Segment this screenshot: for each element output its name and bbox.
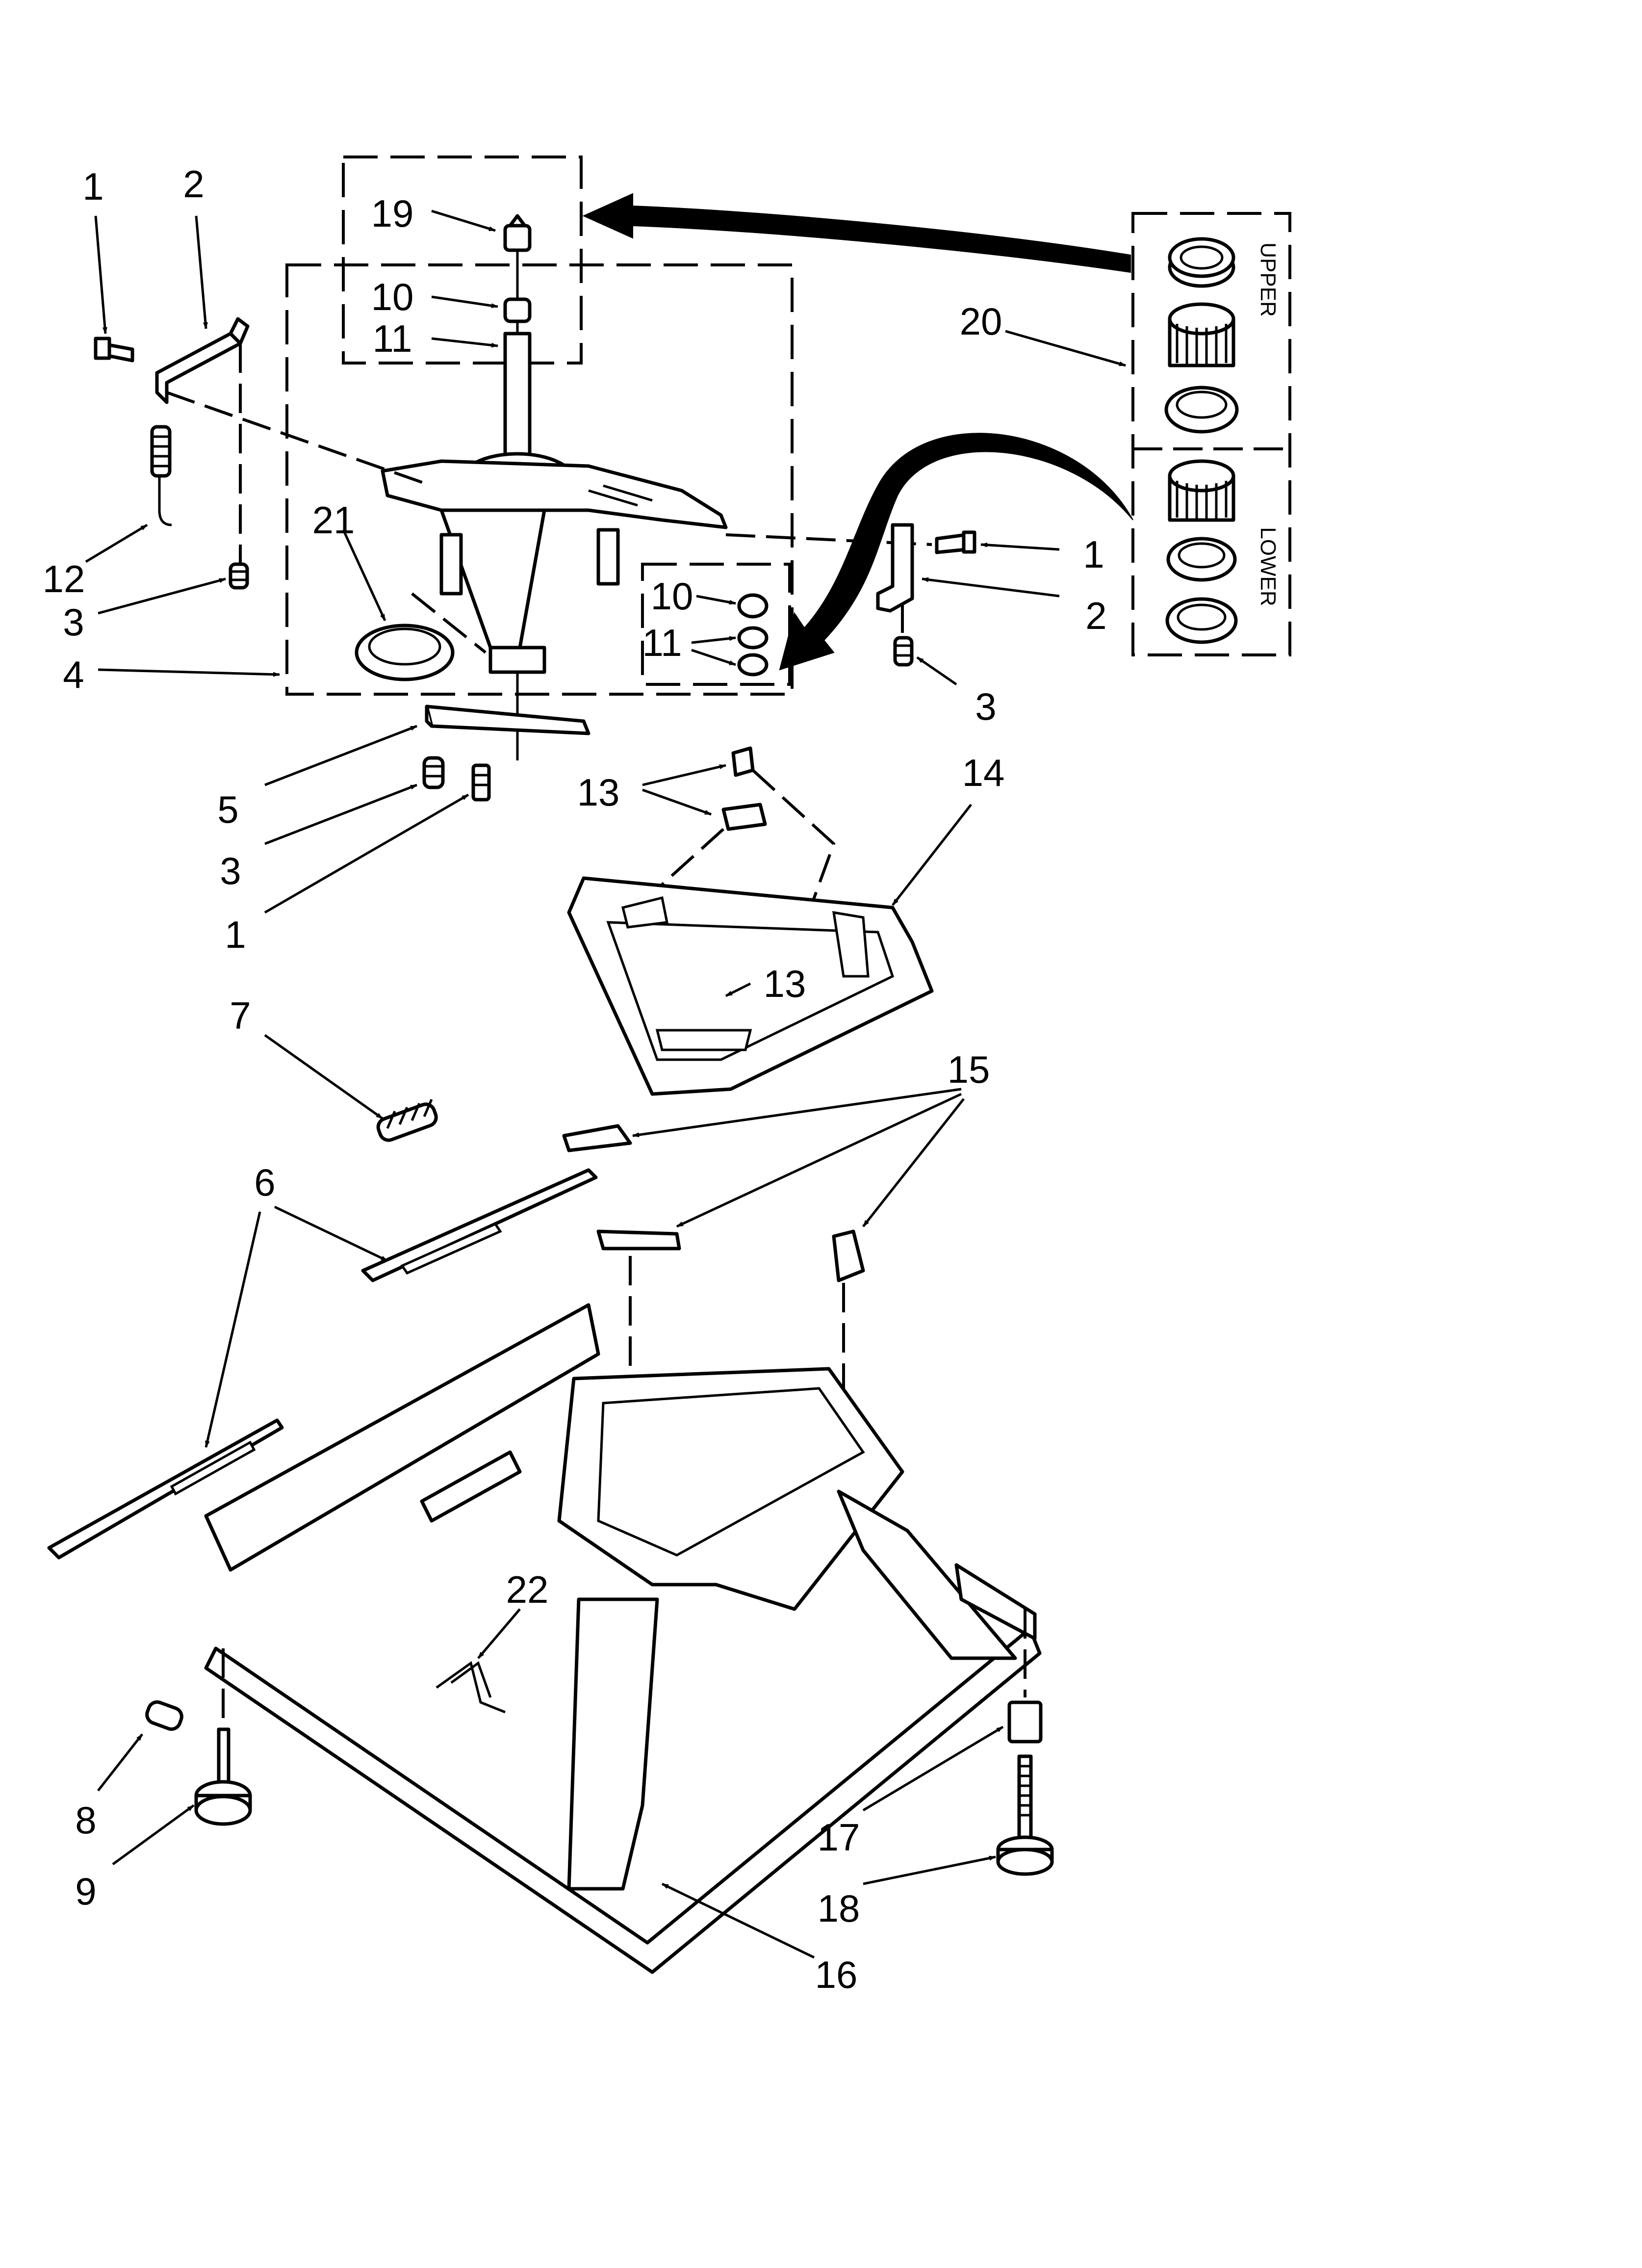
callout-10-right: 10: [650, 574, 693, 618]
brace-6-upper-icon: [361, 1168, 598, 1282]
lower-kit-arrow: [779, 433, 1133, 671]
callout-1-lower: 1: [225, 913, 246, 956]
pad-13-b-icon: [721, 803, 767, 831]
leader-lines: [85, 209, 1126, 1959]
brace-6-lower-icon: [47, 1418, 284, 1560]
callout-3-left: 3: [63, 600, 84, 644]
pad-15-b-icon: [596, 1229, 681, 1251]
screw-1-topleft-icon: [94, 337, 134, 363]
washer-11-right-b-icon: [737, 653, 769, 677]
bearing-cap-19-icon: [503, 214, 532, 252]
spring-12-icon: [150, 425, 172, 526]
base-frame-16-icon: [204, 1303, 1042, 1974]
screw-1-lower-icon: [471, 763, 491, 802]
callout-22: 22: [506, 1568, 549, 1611]
callout-3-right: 3: [975, 685, 997, 728]
callout-2-topleft: 2: [183, 162, 205, 206]
leg-9-icon: [194, 1727, 252, 1826]
callout-11-right: 11: [642, 621, 682, 664]
callout-9: 9: [75, 1870, 97, 1913]
brace-5-icon: [425, 704, 590, 735]
callout-8: 8: [75, 1799, 97, 1842]
callout-5: 5: [217, 788, 239, 831]
callout-6: 6: [254, 1161, 276, 1204]
callout-13-top: 13: [577, 771, 620, 814]
callout-2-right: 2: [1085, 594, 1107, 637]
pad-13-a-icon: [731, 746, 755, 777]
screw-1-right-icon: [935, 530, 976, 554]
bracket-2-right-icon: [876, 523, 914, 613]
washer-11-right-a-icon: [737, 626, 769, 650]
upper-kit-spline-icon: [1168, 302, 1235, 367]
callout-14: 14: [962, 751, 1005, 794]
callout-11-top: 11: [372, 317, 412, 360]
callout-10-top: 10: [371, 275, 414, 318]
leg-18-icon: [996, 1754, 1054, 1876]
seal-21-icon: [355, 624, 455, 681]
pad-15-a-icon: [562, 1124, 632, 1152]
lower-bearing-dashbox: [641, 563, 791, 686]
callout-17: 17: [817, 1816, 860, 1859]
upper-kit-ring-icon: [1164, 386, 1239, 434]
pad-15-c-icon: [832, 1229, 865, 1282]
platform-14-icon: [567, 876, 934, 1096]
callout-3-lower: 3: [220, 849, 241, 892]
callout-7: 7: [230, 994, 251, 1037]
spring-clip-3-left-icon: [229, 562, 249, 590]
callout-20: 20: [959, 300, 1002, 343]
lower-kit-ring-icon: [1166, 537, 1237, 582]
upper-kit-arrow: [582, 193, 1131, 273]
spring-clip-3-lower-icon: [422, 756, 445, 789]
callout-4: 4: [63, 653, 84, 696]
callout-1-right: 1: [1083, 533, 1104, 576]
callout-19: 19: [371, 192, 414, 235]
lower-kit-seal-icon: [1165, 597, 1238, 644]
callout-18: 18: [817, 1887, 860, 1930]
callout-13-lower: 13: [763, 962, 806, 1005]
callout-15: 15: [947, 1048, 990, 1091]
upper-kit-seal-icon: [1168, 237, 1235, 288]
bearing-10-top-icon: [503, 297, 532, 323]
kit-label-lower: LOWER: [1256, 527, 1280, 606]
nut-17-icon: [1007, 1700, 1043, 1744]
bearing-10-right-icon: [737, 593, 769, 619]
lower-kit-spline-icon: [1168, 459, 1235, 522]
gearcase-assembly: [381, 332, 728, 674]
kit-box: [1131, 212, 1291, 656]
clip-22-icon: [436, 1661, 506, 1714]
bracket-2-topleft-icon: [155, 317, 250, 404]
callout-21: 21: [312, 498, 355, 542]
spring-clip-3-right-icon: [893, 636, 914, 667]
kit-label-upper: UPPER: [1256, 242, 1280, 317]
callout-1-topleft: 1: [82, 165, 104, 208]
spring-7-icon: [376, 1099, 438, 1142]
callout-12: 12: [42, 557, 85, 600]
cap-8-icon: [145, 1700, 183, 1731]
callout-16: 16: [815, 1953, 858, 1996]
gearcase-dashbox: [285, 263, 794, 696]
top-bearing-dashbox: [342, 156, 583, 365]
